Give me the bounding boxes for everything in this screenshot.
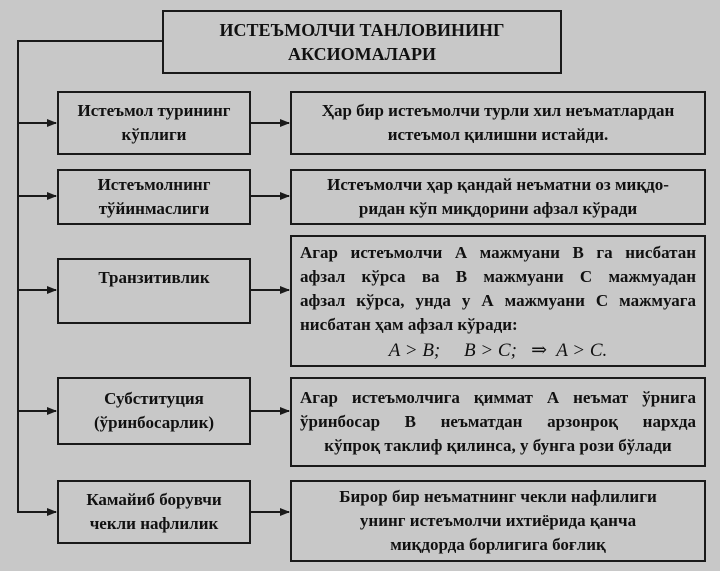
desc-line: Агар истеъмолчи А мажмуани В га нисбатан bbox=[300, 243, 696, 262]
desc-line: афзал кўрса ва В мажмуани С мажмуадан bbox=[300, 267, 696, 286]
axiom-label: (ўринбосарлик) bbox=[93, 413, 215, 432]
axiom-box-substitution: Субституция (ўринбосарлик) bbox=[57, 377, 251, 445]
desc-line: нисбатан ҳам афзал кўради: bbox=[300, 315, 518, 334]
desc-line: ўринбосар В неъматдан арзонроқ нархда bbox=[300, 412, 696, 431]
desc-line: истеъмол қилишни истайди. bbox=[387, 125, 609, 144]
desc-line: Бирор бир неъматнинг чекли нафлилиги bbox=[339, 487, 657, 506]
desc-box-substitution: Агар истеъмолчига қиммат А неъмат ўрнига… bbox=[290, 377, 706, 467]
desc-line: миқдорда борлигига боғлиқ bbox=[390, 535, 606, 554]
transitivity-formula: A > B; B > C; ⇒ A > C. bbox=[388, 340, 608, 361]
axiom-label: Субституция bbox=[104, 389, 204, 408]
axiom-label: Истеъмолнинг bbox=[97, 175, 211, 194]
desc-box-diminishing-utility: Бирор бир неъматнинг чекли нафлилиги уни… bbox=[290, 480, 706, 562]
diagram-title: ИСТЕЪМОЛЧИ ТАНЛОВИНИНГ АКСИОМАЛАРИ bbox=[162, 10, 562, 74]
axiom-box-variety: Истеъмол турининг кўплиги bbox=[57, 91, 251, 155]
desc-line: ридан кўп миқдорини афзал кўради bbox=[358, 199, 638, 218]
desc-box-variety: Ҳар бир истеъмолчи турли хил неъматларда… bbox=[290, 91, 706, 155]
axiom-label: Камайиб борувчи bbox=[86, 490, 222, 509]
axiom-box-diminishing-utility: Камайиб борувчи чекли нафлилик bbox=[57, 480, 251, 544]
axiom-box-transitivity: Транзитивлик bbox=[57, 258, 251, 324]
desc-line: Ҳар бир истеъмолчи турли хил неъматларда… bbox=[321, 101, 675, 120]
trunk-line bbox=[17, 40, 19, 513]
desc-line: Агар истеъмолчига қиммат А неъмат ўрнига bbox=[300, 388, 696, 407]
title-line-2: АКСИОМАЛАРИ bbox=[288, 44, 436, 64]
axiom-label: Истеъмол турининг bbox=[77, 101, 231, 120]
desc-line: афзал кўрса, унда у А мажмуани С мажмуаг… bbox=[300, 291, 696, 310]
desc-box-transitivity: Агар истеъмолчи А мажмуани В га нисбатан… bbox=[290, 235, 706, 367]
axiom-label: тўйинмаслиги bbox=[98, 199, 210, 218]
title-connector bbox=[17, 40, 162, 42]
axiom-box-nonsatiation: Истеъмолнинг тўйинмаслиги bbox=[57, 169, 251, 225]
axiom-label: кўплиги bbox=[121, 125, 187, 144]
desc-line: Истеъмолчи ҳар қандай неъматни оз миқдо- bbox=[327, 175, 669, 194]
desc-line: кўпроқ таклиф қилинса, у бунга рози бўла… bbox=[324, 436, 672, 455]
title-line-1: ИСТЕЪМОЛЧИ ТАНЛОВИНИНГ bbox=[219, 20, 505, 40]
axiom-label: Транзитивлик bbox=[98, 268, 210, 287]
axiom-label: чекли нафлилик bbox=[89, 514, 219, 533]
desc-line: унинг истеъмолчи ихтиёрида қанча bbox=[359, 511, 637, 530]
desc-box-nonsatiation: Истеъмолчи ҳар қандай неъматни оз миқдо-… bbox=[290, 169, 706, 225]
